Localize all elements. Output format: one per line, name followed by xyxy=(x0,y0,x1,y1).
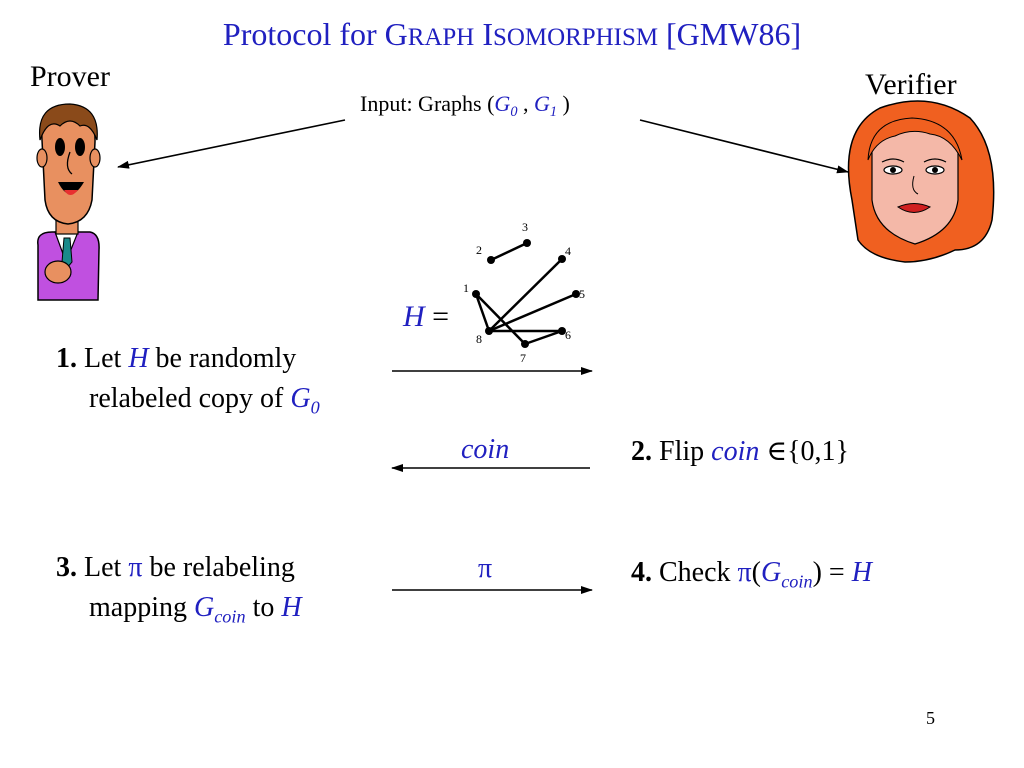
graph-vertex-5 xyxy=(572,290,580,298)
graph-h-label: H = xyxy=(403,300,450,333)
graph-edge-7-6 xyxy=(524,329,563,346)
prover-label: Prover xyxy=(30,60,110,93)
graph-vertex-4 xyxy=(558,255,566,263)
graph-vertex-label-8: 8 xyxy=(476,332,482,346)
slide-title: Protocol for GRAPH ISOMORPHISM [GMW86] xyxy=(222,16,802,52)
graph-edge-8-5 xyxy=(488,292,577,333)
graph-edge-8-4 xyxy=(488,258,563,332)
graph-vertex-label-7: 7 xyxy=(520,351,526,365)
graph-vertex-8 xyxy=(485,327,493,335)
prover-avatar xyxy=(36,103,101,301)
step-2: 2. Flip coin ∈{0,1} xyxy=(631,436,849,467)
step-3: 3. Let π be relabeling mapping Gcoin to … xyxy=(56,552,302,627)
graph-vertex-label-2: 2 xyxy=(476,243,482,257)
graph-edge-1-8 xyxy=(474,293,491,332)
input-arrow-prover xyxy=(117,119,346,169)
graph-vertex-6 xyxy=(558,327,566,335)
message-pi-label: π xyxy=(478,553,493,584)
graph-h: 1 2 3 4 5 6 7 8 xyxy=(463,220,585,365)
graph-vertex-3 xyxy=(523,239,531,247)
graph-vertex-2 xyxy=(487,256,495,264)
page-number: 5 xyxy=(926,708,935,728)
graph-vertex-label-6: 6 xyxy=(565,328,571,342)
graph-vertex-label-1: 1 xyxy=(463,281,469,295)
step-1: 1. Let H be randomly relabeled copy of G… xyxy=(56,343,320,418)
graph-vertex-label-4: 4 xyxy=(565,244,571,258)
graph-vertex-1 xyxy=(472,290,480,298)
message-coin-label: coin xyxy=(461,434,510,465)
input-label: Input: Graphs (G0 , G1 ) xyxy=(360,91,570,120)
graph-edge-2-3 xyxy=(490,241,528,262)
verifier-label: Verifier xyxy=(865,68,957,101)
graph-vertex-7 xyxy=(521,340,529,348)
input-arrow-verifier xyxy=(639,119,849,174)
graph-vertex-label-3: 3 xyxy=(522,220,528,234)
verifier-avatar xyxy=(847,100,995,263)
step-4: 4. Check π(Gcoin) = H xyxy=(631,557,872,592)
graph-vertex-label-5: 5 xyxy=(579,287,585,301)
